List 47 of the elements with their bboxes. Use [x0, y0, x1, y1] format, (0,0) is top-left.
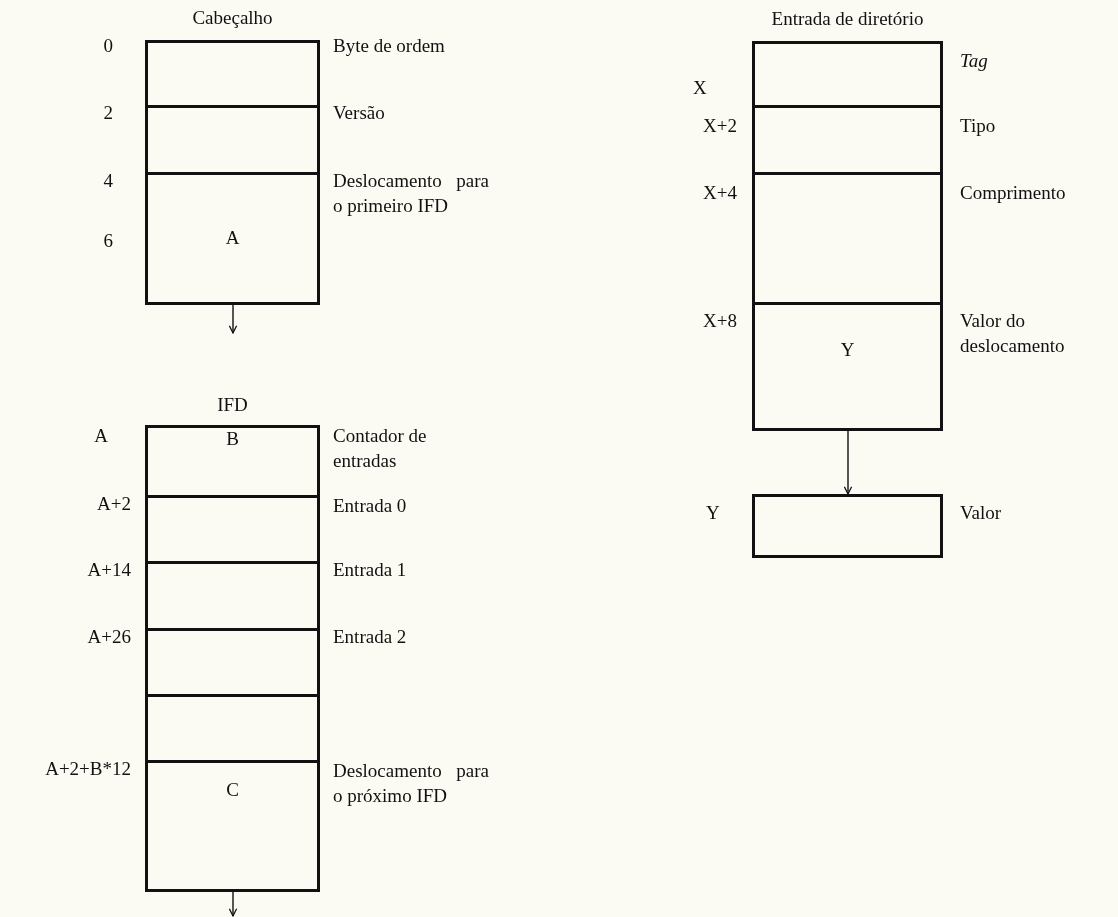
field-cell — [752, 172, 943, 305]
offset-label: 2 — [103, 101, 113, 125]
field-cell — [752, 41, 943, 108]
offset-label: X — [693, 76, 707, 100]
offset-label: 6 — [103, 229, 113, 253]
field-cell — [145, 40, 320, 108]
field-label: Tipo — [960, 114, 996, 138]
layout-title: Entrada de diretório — [771, 7, 924, 31]
field-label: Entrada 1 — [333, 558, 407, 582]
value-box — [752, 494, 943, 558]
arrow — [843, 430, 853, 495]
field-label: Versão — [333, 101, 385, 125]
arrow — [228, 891, 238, 917]
offset-label: A+26 — [87, 625, 131, 649]
arrow — [228, 304, 238, 334]
offset-label: 4 — [103, 169, 113, 193]
offset-label: A — [94, 424, 108, 448]
offset-label: X+8 — [703, 309, 737, 333]
field-cell: B — [145, 425, 320, 498]
offset-label: X+2 — [703, 114, 737, 138]
field-cell — [145, 694, 320, 763]
field-cell — [145, 628, 320, 697]
offset-label: A+14 — [87, 558, 131, 582]
field-cell — [145, 105, 320, 175]
offset-label: A+2+B*12 — [45, 757, 131, 781]
field-label: Entrada 0 — [333, 494, 407, 518]
field-cell — [145, 561, 320, 631]
field-label: Deslocamento para o próximo IFD — [333, 759, 489, 808]
field-label: Valor do deslocamento — [960, 309, 1066, 358]
field-cell: C — [145, 760, 320, 892]
field-label: Valor — [960, 501, 1002, 525]
layout-title: Cabeçalho — [192, 6, 273, 30]
field-label: Entrada 2 — [333, 625, 407, 649]
field-cell — [752, 105, 943, 175]
field-label: Deslocamento para o primeiro IFD — [333, 169, 489, 218]
field-cell: A — [145, 172, 320, 305]
field-label: Contador de entradas — [333, 424, 428, 473]
field-cell — [145, 495, 320, 564]
field-label: Tag — [960, 49, 988, 73]
field-label: Comprimento — [960, 181, 1066, 205]
field-label: Byte de ordem — [333, 34, 445, 58]
offset-label: 0 — [103, 34, 113, 58]
layout-title: IFD — [217, 393, 248, 417]
field-cell: Y — [752, 302, 943, 431]
offset-label: Y — [706, 501, 720, 525]
offset-label: A+2 — [97, 492, 131, 516]
offset-label: X+4 — [703, 181, 737, 205]
